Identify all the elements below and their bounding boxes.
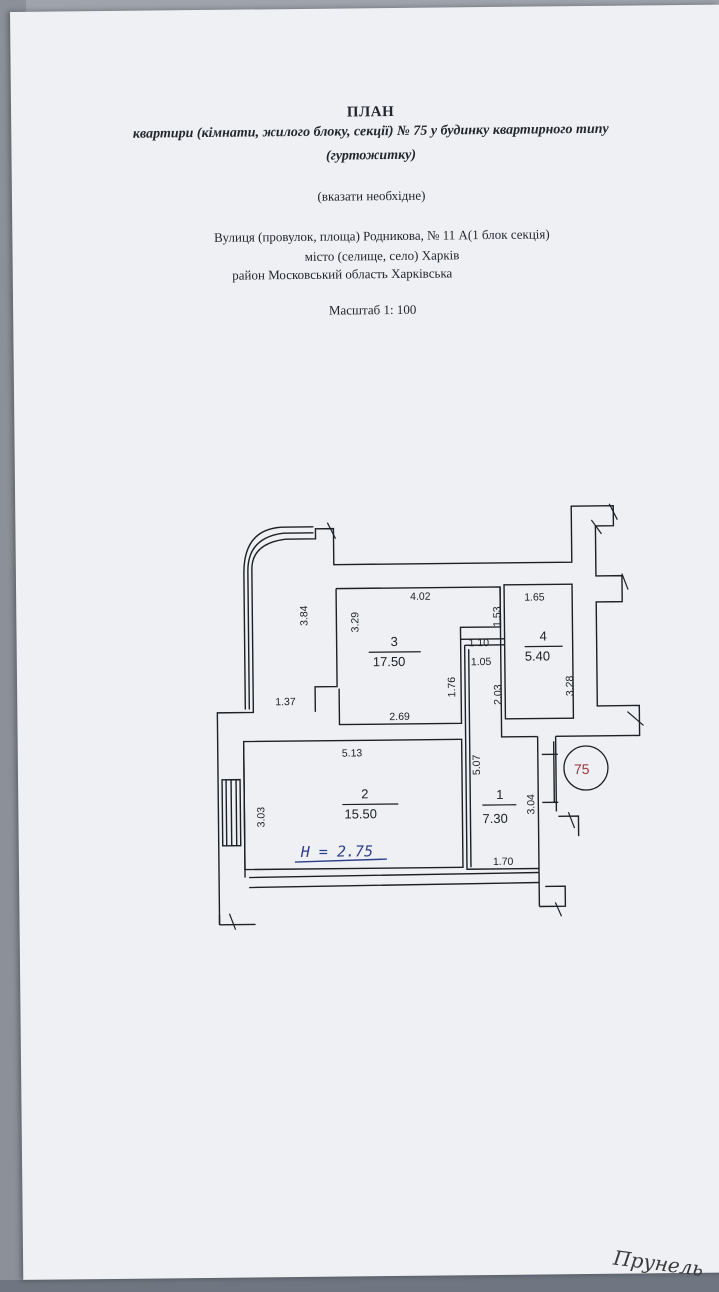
dim-4-02: 4.02 xyxy=(410,591,431,603)
room-1-area: 7.30 xyxy=(482,811,507,826)
dim-1-70: 1.70 xyxy=(493,856,514,868)
document-sheet: ПЛАН квартири (кімнати, жилого блоку, се… xyxy=(10,5,719,1280)
dim-1-05: 1.05 xyxy=(471,656,492,668)
dim-3-84: 3.84 xyxy=(298,605,310,626)
dim-1-53: 1.53 xyxy=(491,606,503,627)
dim-5-13: 5.13 xyxy=(342,747,363,759)
dim-3-29: 3.29 xyxy=(349,612,361,633)
dim-1-76: 1.76 xyxy=(446,677,458,698)
dim-3-03: 3.03 xyxy=(255,807,267,828)
ceiling-height-note: Н = 2.75 xyxy=(300,842,373,861)
floor-plan-drawing: 3.84 3.29 4.02 1.53 1.65 1.10 1.05 1.76 … xyxy=(10,4,719,1291)
dim-3-28: 3.28 xyxy=(564,676,576,697)
room-2-area: 15.50 xyxy=(344,806,377,821)
room-2-number: 2 xyxy=(361,786,368,801)
dim-5-07: 5.07 xyxy=(471,754,483,775)
dim-3-04: 3.04 xyxy=(525,794,537,815)
dim-2-03: 2.03 xyxy=(492,684,504,705)
dim-2-69: 2.69 xyxy=(389,711,410,723)
dim-1-37: 1.37 xyxy=(275,696,296,708)
dim-1-10: 1.10 xyxy=(469,637,490,649)
room-4-number: 4 xyxy=(539,628,546,643)
room-3-number: 3 xyxy=(391,634,398,649)
room-4-area: 5.40 xyxy=(525,648,550,663)
apartment-number-stamp: 75 xyxy=(574,761,590,777)
dim-1-65: 1.65 xyxy=(524,591,545,603)
room-1-number: 1 xyxy=(496,787,503,802)
room-3-area: 17.50 xyxy=(373,654,406,669)
